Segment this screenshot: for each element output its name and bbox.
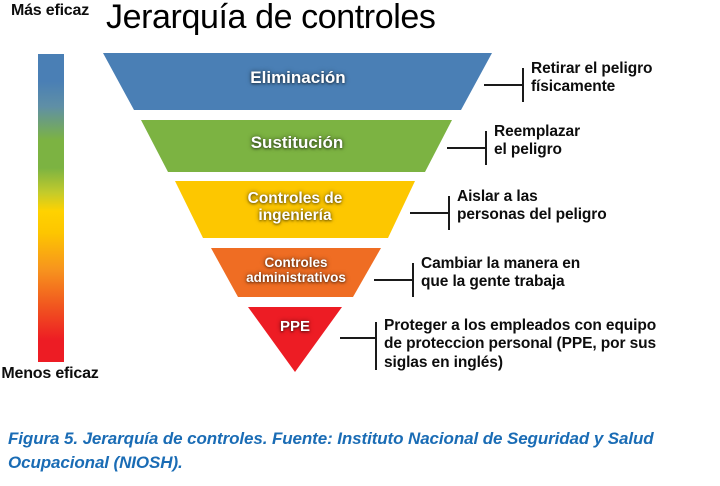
connector-eliminacion-line: [484, 84, 522, 86]
connector-ppe-tick: [375, 322, 377, 370]
connector-sustitucion-line: [447, 147, 485, 149]
connector-controles-administrativos-tick: [412, 263, 414, 297]
scale-top-label: Más eficaz: [10, 2, 90, 19]
funnel-band-controles-de-ingenieria-shape: [175, 181, 415, 238]
callout-controles-administrativos: Cambiar la manera en que la gente trabaj…: [421, 255, 581, 291]
connector-controles-administrativos-line: [374, 279, 412, 281]
funnel-band-eliminacion[interactable]: Eliminación: [100, 50, 496, 112]
funnel-band-controles-administrativos-shape: [211, 248, 381, 297]
connector-controles-de-ingenieria: [410, 196, 454, 239]
callout-controles-de-ingenieria: Aislar a las personas del peligro: [457, 188, 607, 224]
page-title: Jerarquía de controles: [106, 0, 436, 36]
connector-ppe-line: [340, 337, 375, 339]
funnel-band-eliminacion-shape: [103, 53, 492, 110]
funnel-band-controles-de-ingenieria[interactable]: Controles de ingeniería: [172, 178, 418, 241]
connector-ppe: [340, 322, 384, 386]
connector-sustitucion: [447, 131, 491, 174]
connector-sustitucion-tick: [485, 131, 487, 165]
funnel-band-ppe-shape: [248, 307, 342, 372]
funnel-band-controles-administrativos[interactable]: Controles administrativos: [208, 245, 384, 300]
funnel-band-sustitucion-shape: [141, 120, 452, 172]
funnel-band-sustitucion[interactable]: Sustitución: [138, 117, 456, 175]
efficacy-gradient-bar: [38, 54, 64, 362]
callout-sustitucion: Reemplazar el peligro: [494, 123, 581, 159]
efficacy-scale-legend: Más eficaz Menos eficaz: [0, 0, 100, 410]
connector-eliminacion-tick: [522, 68, 524, 102]
connector-controles-de-ingenieria-tick: [448, 196, 450, 230]
scale-bottom-label: Menos eficaz: [1, 365, 99, 382]
connector-controles-de-ingenieria-line: [410, 212, 448, 214]
callout-ppe: Proteger a los empleados con equipo de p…: [384, 317, 657, 371]
figure-caption: Figura 5. Jerarquía de controles. Fuente…: [8, 429, 654, 473]
connector-eliminacion: [484, 68, 528, 111]
connector-controles-administrativos: [374, 263, 418, 306]
funnel-band-ppe[interactable]: PPE: [245, 304, 345, 374]
callout-eliminacion: Retirar el peligro físicamente: [531, 60, 653, 96]
